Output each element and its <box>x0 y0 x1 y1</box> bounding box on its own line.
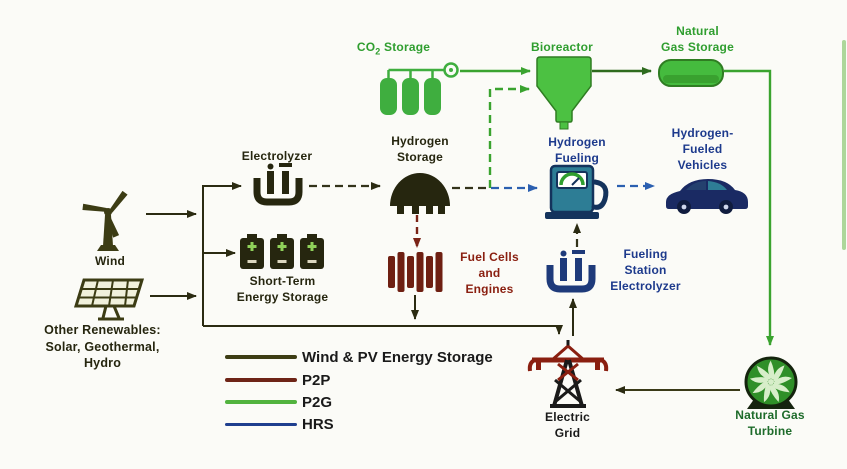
legend-item-p2g: P2G <box>225 393 332 411</box>
dashed-dark-lines <box>309 182 581 247</box>
solar-panel-icon <box>72 278 146 327</box>
other-renewables-label: Other Renewables: Solar, Geothermal, Hyd… <box>44 323 161 370</box>
hydrogen-car-icon <box>660 172 750 221</box>
wind-label: Wind <box>94 254 125 268</box>
co2-storage-text: Storage <box>380 40 431 54</box>
hrs-flow-lines <box>491 182 655 192</box>
electric-grid-label: Electric Grid <box>545 410 590 440</box>
bioreactor-label: Bioreactor <box>530 40 594 54</box>
legend-label-p2p: P2P <box>302 371 331 389</box>
natural-gas-storage-label: Natural Gas Storage <box>661 24 734 54</box>
hydrogen-fueling-pump-icon <box>543 162 615 225</box>
co2-storage-label: CO2 Storage <box>336 40 451 58</box>
fueling-station-electrolyzer-label: Fueling Station Electrolyzer <box>610 247 681 293</box>
arrow-bus-to-electric-grid <box>203 325 563 335</box>
hydrogen-fueled-vehicles-label: Hydrogen- Fueled Vehicles <box>671 126 734 172</box>
natural-gas-storage-tank-icon <box>658 58 724 93</box>
hydrogen-storage-label: Hydrogen Storage <box>391 134 449 164</box>
arrow-bus-to-electrolyzer <box>202 182 242 326</box>
p2g-flow-lines <box>460 67 774 346</box>
fuel-cell-stack-icon <box>388 252 444 297</box>
short-term-energy-storage-label: Short-Term Energy Storage <box>236 274 329 304</box>
legend-label-wind-pv: Wind & PV Energy Storage <box>302 348 493 366</box>
legend-item-wind-pv: Wind & PV Energy Storage <box>225 348 493 366</box>
electrolyzer-label: Electrolyzer <box>241 149 313 163</box>
legend-line-wind-pv <box>225 355 297 359</box>
wind-pv-flow-lines <box>146 182 740 394</box>
natural-gas-turbine-icon <box>738 352 804 415</box>
legend-item-hrs: HRS <box>225 415 334 433</box>
arrow-hydrogen-to-bioreactor-dashed <box>488 85 530 188</box>
bioreactor-icon <box>536 56 592 135</box>
legend-label-hrs: HRS <box>302 415 334 433</box>
hydrogen-fueling-label: Hydrogen Fueling <box>548 135 606 165</box>
arrow-gas-storage-to-turbine <box>724 69 774 346</box>
co2-subscript: 2 <box>375 46 381 57</box>
legend-line-p2g <box>225 400 297 404</box>
electrolyzer-icon <box>248 163 308 214</box>
legend-label-p2g: P2G <box>302 393 333 411</box>
battery-storage-icon <box>240 234 324 275</box>
natural-gas-turbine-label: Natural Gas Turbine <box>735 408 805 438</box>
legend-line-p2p <box>225 378 297 382</box>
fuel-cells-and-engines-label: Fuel Cells and Engines <box>460 250 519 296</box>
wind-turbine-icon <box>72 188 144 261</box>
hydrogen-storage-dome-icon <box>388 168 452 220</box>
photo-edge-artifact <box>842 40 846 250</box>
legend-line-hrs <box>225 422 297 426</box>
legend-item-p2p: P2P <box>225 371 330 389</box>
electric-grid-tower-icon <box>524 338 612 415</box>
fueling-station-electrolyzer-icon <box>541 250 601 301</box>
co2-text: CO <box>356 40 376 54</box>
co2-cylinders-icon <box>378 58 470 121</box>
